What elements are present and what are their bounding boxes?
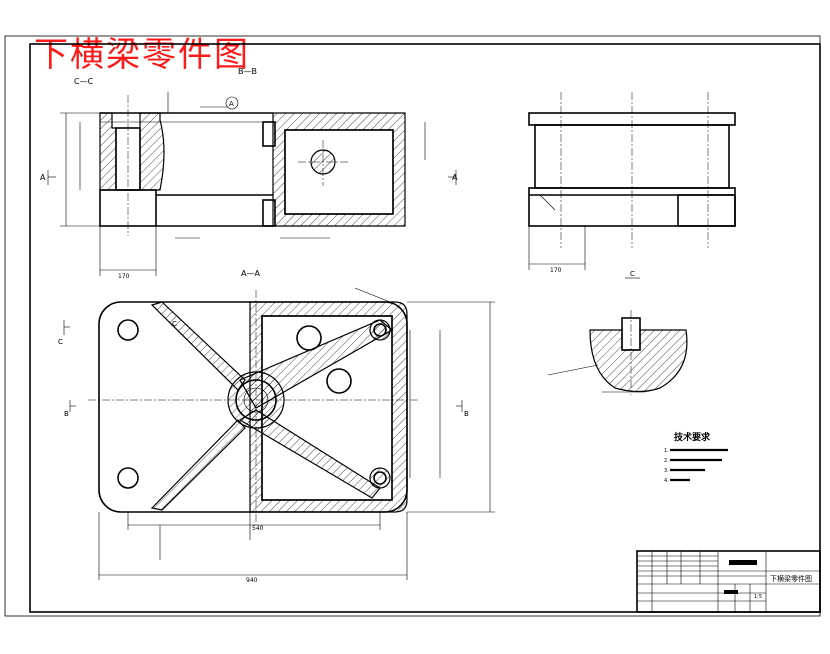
technical-requirements: 技术要求 1. 2. 3. 4. bbox=[664, 431, 728, 484]
section-label-cc: C—C bbox=[74, 77, 94, 86]
side-view bbox=[528, 92, 736, 270]
detail-c-view bbox=[547, 277, 688, 395]
section-arrow-c: C bbox=[58, 338, 63, 346]
title-block bbox=[636, 550, 821, 613]
section-label-aa: A—A bbox=[241, 269, 260, 278]
tech-req-item-3: 3. bbox=[664, 468, 669, 474]
section-label-c-small: C bbox=[172, 320, 177, 328]
section-label-bb: B—B bbox=[238, 67, 257, 76]
tech-req-heading: 技术要求 bbox=[674, 431, 711, 443]
section-arrow-b-right: B bbox=[464, 410, 469, 418]
section-arrow-a-right: A bbox=[452, 173, 458, 182]
tech-req-item-4: 4. bbox=[664, 478, 669, 484]
inner-frame bbox=[29, 43, 821, 613]
title-block-ratio: 1:5 bbox=[754, 594, 762, 600]
dim-top-mid-width: 170 bbox=[550, 267, 562, 274]
plan-section-view bbox=[63, 287, 495, 580]
front-section-view bbox=[47, 92, 457, 276]
detail-c-label: C bbox=[630, 270, 635, 278]
title-block-part-name: 下横梁零件图 bbox=[770, 574, 812, 583]
datum-a-label: A bbox=[229, 100, 234, 108]
tech-req-item-1: 1. bbox=[664, 448, 669, 454]
dim-plan-width: 940 bbox=[246, 577, 258, 584]
dim-plan-inner-width: 540 bbox=[252, 525, 264, 532]
section-arrow-a-left: A bbox=[40, 173, 46, 182]
section-arrow-b-left: B bbox=[64, 410, 69, 418]
tech-req-item-2: 2. bbox=[664, 458, 669, 464]
dim-top-left-width: 170 bbox=[118, 273, 130, 280]
outer-frame bbox=[4, 35, 821, 617]
